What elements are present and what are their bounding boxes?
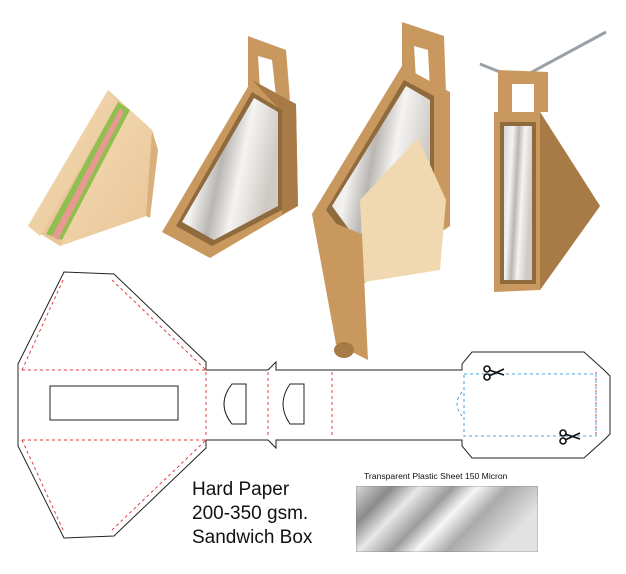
- plastic-sheet-label: Transparent Plastic Sheet 150 Micron: [364, 471, 508, 481]
- open-box-illustration: [312, 22, 450, 360]
- plastic-sheet-swatch: [356, 486, 538, 552]
- closed-box-illustration: [162, 36, 298, 258]
- product-description: Hard Paper 200-350 gsm. Sandwich Box: [192, 478, 362, 550]
- weight-label: 200-350 gsm.: [192, 503, 309, 524]
- sandwich-illustration: [28, 90, 158, 246]
- product-name-label: Sandwich Box: [192, 527, 313, 548]
- plastic-window-guide: [463, 373, 597, 437]
- dieline: [17, 271, 611, 539]
- scissors-icon: [483, 365, 505, 381]
- hanging-box-illustration: [479, 30, 607, 292]
- scissors-icon: [559, 429, 581, 445]
- window-cutout: [49, 385, 179, 421]
- material-label: Hard Paper: [192, 479, 290, 500]
